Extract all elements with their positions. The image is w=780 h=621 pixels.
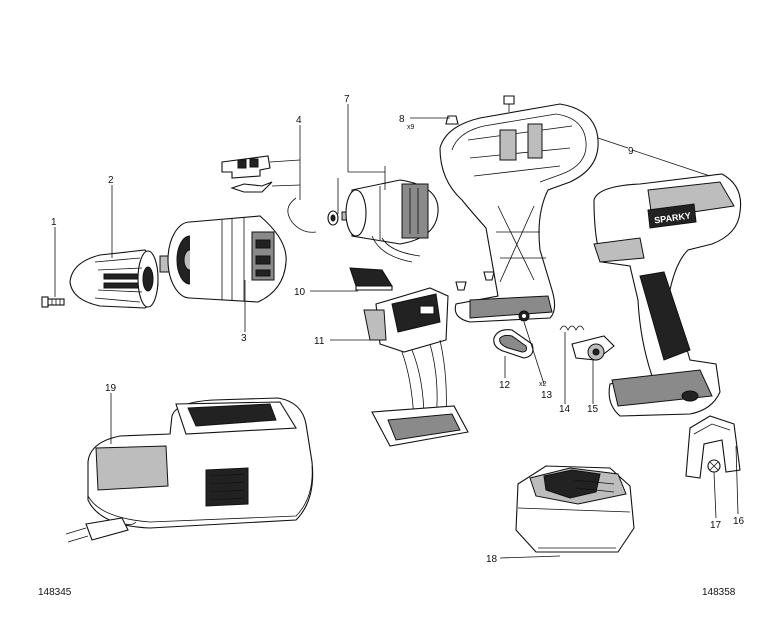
- callout-15: 15: [587, 404, 599, 415]
- callout-9: 9: [628, 146, 634, 157]
- part-8-screws: [445, 95, 515, 291]
- callout-14: 14: [559, 404, 571, 415]
- drawing-ref-left: 148345: [38, 587, 72, 598]
- multiplier-8: x9: [407, 124, 415, 131]
- part-19-charger: [65, 397, 314, 543]
- callout-1: 1: [51, 217, 57, 228]
- callout-7: 7: [344, 94, 350, 105]
- leader-lines: [54, 104, 739, 559]
- callout-3: 3: [241, 333, 247, 344]
- callout-13: 13: [541, 390, 553, 401]
- drawing-ref-right: 148358: [702, 587, 736, 598]
- part-15-latch: [571, 335, 615, 361]
- callout-16: 16: [733, 516, 745, 527]
- part-7-motor: [327, 179, 439, 263]
- part-14-spring: [559, 325, 585, 331]
- part-9-housing-left: [439, 103, 599, 323]
- callout-4: 4: [296, 115, 302, 126]
- callout-11: 11: [314, 336, 325, 347]
- callout-2: 2: [108, 175, 114, 186]
- part-3-gearbox: [159, 215, 287, 303]
- part-12-slider: [493, 329, 534, 359]
- callout-12: 12: [499, 380, 511, 391]
- callout-numbers: 1 2 3 4 7 8 x9 9 10 11 12 x2 13 14 15 16…: [51, 94, 745, 565]
- callout-19: 19: [105, 383, 117, 394]
- part-1-screw: [41, 296, 65, 308]
- callout-8: 8: [399, 114, 405, 125]
- callout-10: 10: [294, 287, 306, 298]
- callout-18: 18: [486, 554, 498, 565]
- callout-17: 17: [710, 520, 722, 531]
- part-11-switch: [363, 287, 469, 447]
- part-16-belt-clip: [685, 415, 741, 479]
- part-2-chuck: [69, 249, 159, 309]
- multiplier-13: x2: [539, 381, 547, 388]
- part-9-housing-right: [593, 173, 742, 417]
- part-4-clips: [221, 155, 317, 233]
- part-13-spring: [518, 310, 530, 322]
- part-18-battery: [515, 465, 635, 553]
- part-10-tab: [349, 267, 393, 291]
- part-17-clip-screw: [707, 459, 721, 473]
